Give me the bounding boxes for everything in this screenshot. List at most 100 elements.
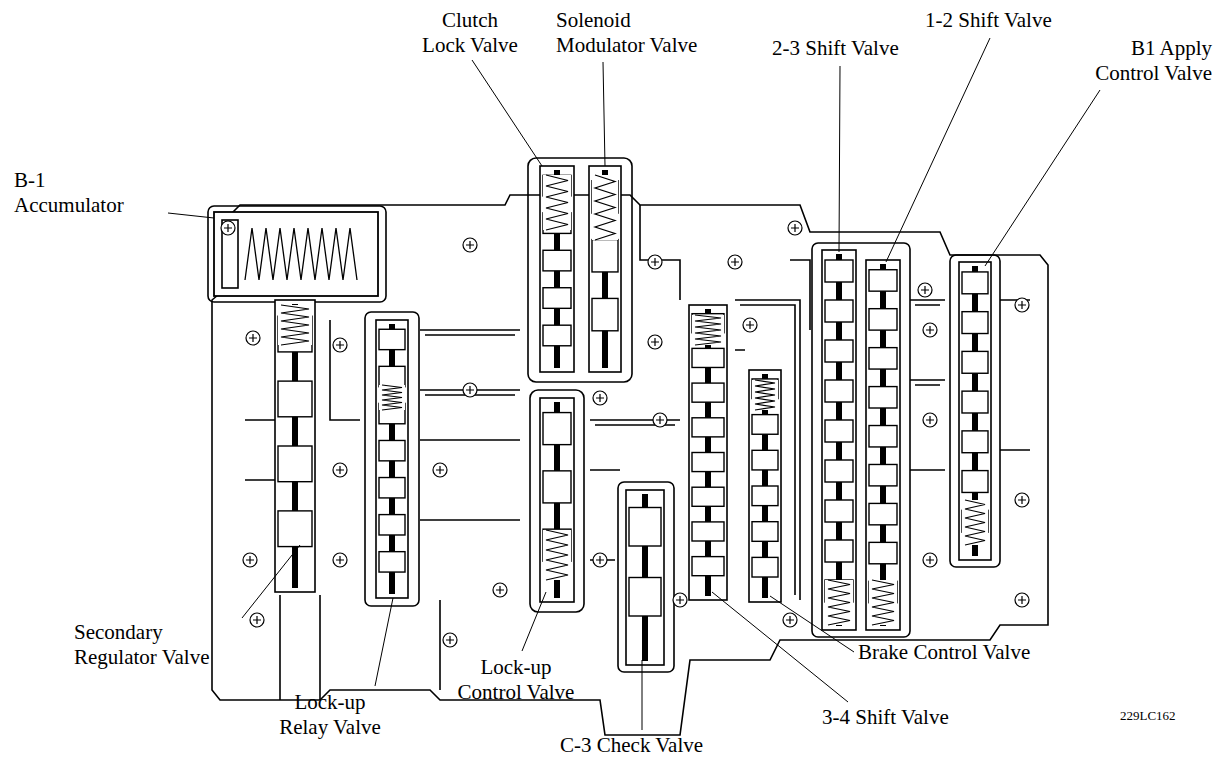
valve-land — [869, 309, 897, 330]
spool-valve — [540, 166, 574, 372]
screw — [221, 221, 235, 235]
screw — [788, 221, 802, 235]
figure-code: 229LC162 — [1120, 708, 1176, 724]
part-label: Lock-up Control Valve — [458, 655, 575, 705]
screw-head — [593, 391, 607, 405]
spool-valve — [376, 320, 408, 598]
screw-cross — [786, 616, 794, 624]
spring-ground — [278, 305, 312, 345]
screw — [673, 593, 687, 607]
screw-cross — [791, 224, 799, 232]
valve-land — [825, 540, 853, 562]
valve-land — [543, 325, 571, 346]
valve-land — [692, 522, 724, 541]
valve-land — [278, 381, 312, 417]
valve-land — [543, 288, 571, 309]
valve-pocket — [618, 482, 674, 672]
leader-lines — [168, 38, 1100, 730]
valve-land — [629, 508, 661, 547]
screw-cross — [921, 286, 929, 294]
valve-land — [278, 446, 312, 482]
screw — [1015, 593, 1029, 607]
screw-cross — [596, 394, 604, 402]
valve-land — [962, 431, 988, 453]
spring — [695, 315, 721, 345]
screw-head — [493, 583, 507, 597]
screw-cross — [926, 326, 934, 334]
screw — [593, 391, 607, 405]
accumulator-piston — [222, 220, 238, 288]
screw — [333, 463, 347, 477]
screw-head — [433, 463, 447, 477]
screw — [923, 413, 937, 427]
valves — [214, 166, 991, 665]
screw — [653, 413, 667, 427]
valve-bore — [540, 398, 574, 602]
screw-head — [333, 553, 347, 567]
screw-head — [788, 221, 802, 235]
valve-land — [592, 240, 618, 272]
valve-pocket — [208, 206, 386, 302]
spring-ground — [825, 580, 853, 625]
screw-head — [743, 318, 757, 332]
screw — [443, 633, 457, 647]
spring — [872, 580, 894, 625]
part-label: 3-4 Shift Valve — [822, 705, 949, 730]
valve-land — [752, 450, 778, 470]
screw-cross — [1018, 301, 1026, 309]
plate — [208, 158, 1048, 735]
screw-cross — [496, 586, 504, 594]
leader-line — [886, 38, 990, 262]
valve-bore — [822, 250, 856, 630]
screw — [333, 338, 347, 352]
screw-head — [783, 613, 797, 627]
valve-land — [962, 312, 988, 334]
screw-head — [1015, 593, 1029, 607]
part-label: B-1 Accumulator — [14, 168, 124, 218]
valve-land — [629, 578, 661, 617]
screw-cross — [651, 258, 659, 266]
leader-line — [770, 596, 854, 652]
screw-cross — [336, 341, 344, 349]
spool-valve — [822, 250, 856, 630]
valve-bore — [689, 305, 727, 600]
screw-cross — [446, 636, 454, 644]
screw-cross — [466, 386, 474, 394]
screw-head — [221, 221, 235, 235]
valve-pocket — [950, 255, 1000, 567]
spool-valve — [866, 260, 900, 630]
screw — [463, 383, 477, 397]
screw-head — [923, 413, 937, 427]
valve-land — [962, 471, 988, 493]
valve-pocket — [365, 312, 419, 606]
valve-pocket — [812, 243, 910, 637]
screw-head — [593, 553, 607, 567]
valve-pocket — [528, 158, 632, 382]
part-label: Brake Control Valve — [858, 640, 1030, 665]
valve-land — [592, 298, 618, 330]
valve-land — [692, 487, 724, 506]
screw — [923, 553, 937, 567]
screw-head — [918, 283, 932, 297]
bolt-channel — [280, 595, 320, 700]
screw-head — [923, 323, 937, 337]
valve-land — [692, 453, 724, 472]
spring-ground — [962, 500, 988, 545]
valve-land — [869, 387, 897, 408]
valve-land — [543, 250, 571, 271]
screw-cross — [731, 258, 739, 266]
screw — [783, 613, 797, 627]
valve-land — [825, 380, 853, 402]
screw — [1015, 493, 1029, 507]
screw-head — [443, 633, 457, 647]
screw-cross — [1018, 596, 1026, 604]
screw-cross — [436, 466, 444, 474]
part-label: B1 Apply Control Valve — [1095, 36, 1212, 86]
valve-land — [825, 460, 853, 482]
screw-head — [250, 613, 264, 627]
spool-valve — [589, 166, 621, 372]
part-label: C-3 Check Valve — [560, 733, 703, 758]
valve-pocket — [530, 390, 584, 612]
spring — [965, 500, 985, 545]
